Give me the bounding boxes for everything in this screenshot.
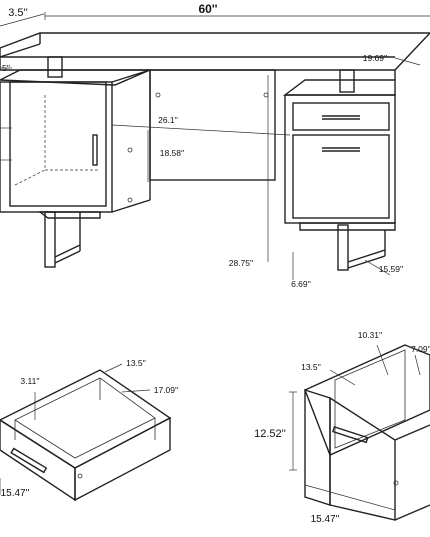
- drawer-inner-depth-label: 13.5'': [126, 358, 146, 368]
- file-drawer-side-label: 7.09'': [411, 344, 430, 354]
- desk-leg-width-label: 15.59'': [379, 264, 404, 274]
- desk-width-label: 60'': [198, 2, 217, 16]
- file-drawer-height-label: 12.52'': [254, 428, 286, 440]
- file-drawer-depth-label: 13.5'': [301, 362, 321, 372]
- file-drawer-width-label: 15.47'': [311, 514, 340, 525]
- file-drawer-drawing: [289, 344, 430, 521]
- desk-knee-depth-label: 18.58'': [160, 148, 185, 158]
- drawer-inner-width-label: 17.09'': [154, 385, 179, 395]
- desk-knee-height-label: 28.75'': [229, 258, 254, 268]
- desk-leg-depth-label: 6.69'': [291, 279, 311, 289]
- desk-drawing: [0, 12, 430, 280]
- drawer-drawing: [0, 363, 172, 502]
- desk-depth-label: 3.5'': [8, 7, 28, 19]
- drawer-width-label: 15.47'': [1, 488, 30, 499]
- desk-knee-width-label: 26.1'': [158, 115, 178, 125]
- drawer-front-depth-label: 3.11'': [20, 376, 40, 386]
- file-drawer-inner-width-label: 10.31'': [358, 330, 383, 340]
- desk-return-depth-label: 19.69'': [363, 53, 388, 63]
- desk-left-gap-label: 5'': [2, 63, 10, 73]
